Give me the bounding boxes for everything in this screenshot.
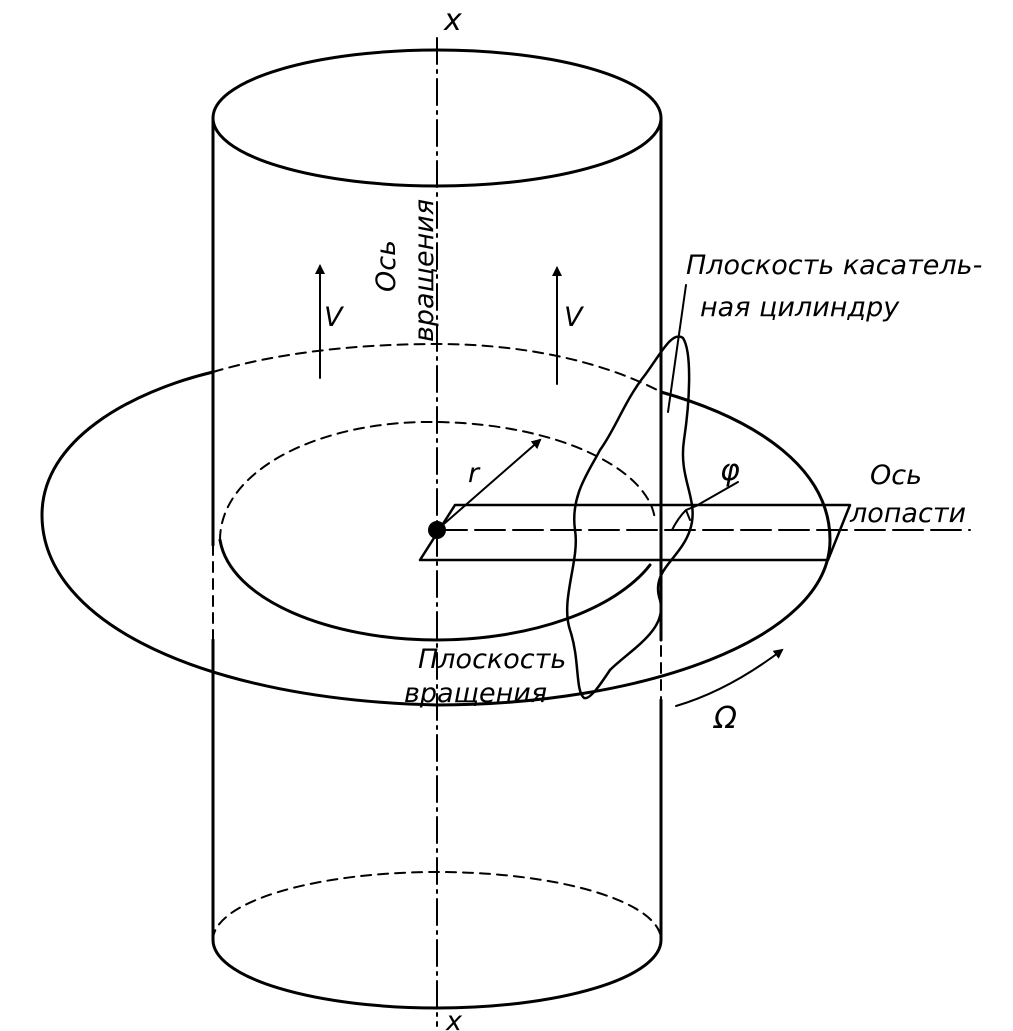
blade-axis-label-line1: Ось [870,460,922,491]
velocity-label-right: V [564,302,585,333]
tangent-plane-outline [565,335,694,700]
velocity-arrow-left: V [315,264,345,379]
rotation-direction-arrow: Ω [675,648,784,736]
blade-outline [418,503,852,562]
rotation-axis-label-line1: Ось [371,240,402,292]
tangent-plane [565,284,694,700]
omega-label: Ω [712,701,737,736]
axis-label-top: x [443,3,462,38]
rotation-plane-front [40,370,832,707]
velocity-arrow-right: V [552,266,585,385]
rotation-plane [40,343,832,707]
axis-label-bottom: x [445,1006,463,1031]
radius-circle-back [219,420,656,541]
rotation-axis-label: Ось вращения [371,199,440,342]
angle-phi: φ [671,453,740,531]
phi-label: φ [720,453,740,488]
velocity-label-left: V [324,302,345,333]
rotation-plane-label-line2: вращения [404,678,547,709]
radius-arrow: r [436,438,542,531]
rotation-axis-label-line2: вращения [409,199,440,342]
radius-circle-front [218,538,652,642]
radius-circle [218,420,656,642]
blade-axis-label-line2: лопасти [849,498,966,529]
tangent-plane-label-line2: ная цилиндру [700,292,900,323]
rotation-plane-label-line1: Плоскость [418,644,566,675]
tangent-plane-label-line1: Плоскость касатель- [686,250,982,281]
rotation-plane-back [212,343,662,393]
radius-label: r [468,458,481,489]
tangent-plane-pointer [667,284,687,413]
